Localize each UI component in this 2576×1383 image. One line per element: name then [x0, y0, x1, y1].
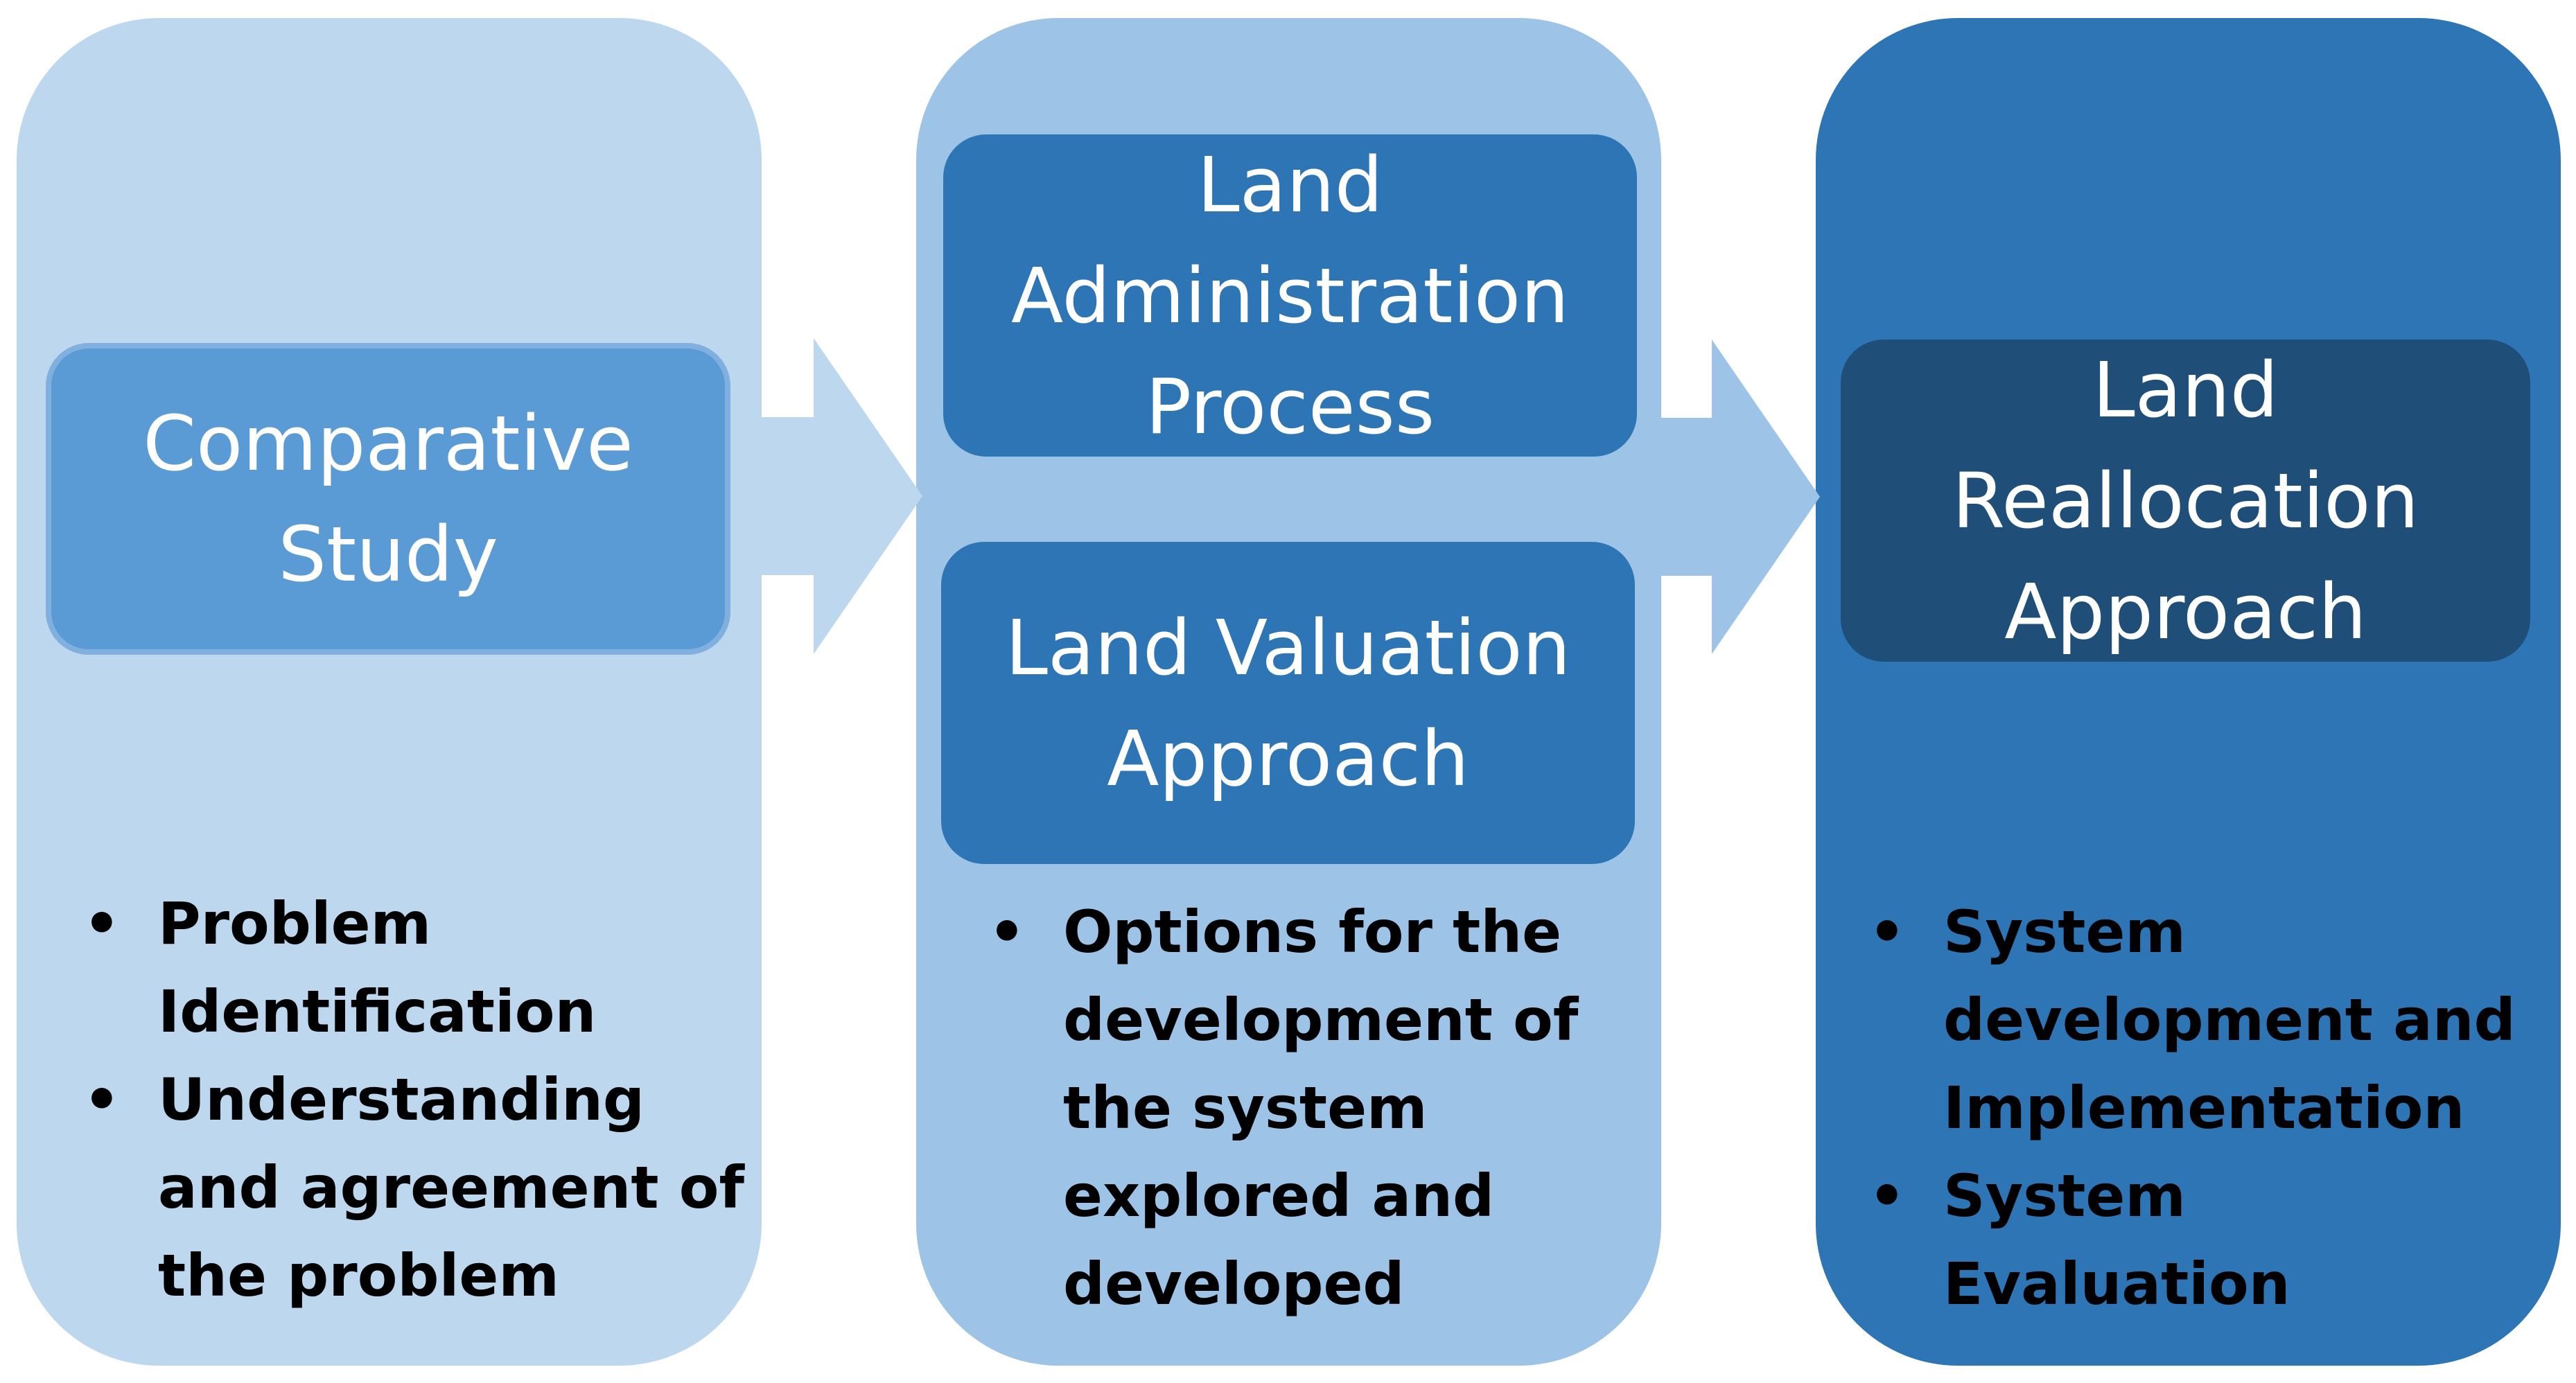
bullet-line: developed	[1063, 1250, 1405, 1318]
bullet-item: • System development and Implementation	[1867, 888, 2546, 1152]
bullet-line: the system	[1063, 1074, 1428, 1142]
comparative-study-bullet-list: • Problem Identification • Understanding…	[82, 880, 747, 1320]
bullet-item: • Understanding and agreement of the pro…	[82, 1056, 747, 1320]
bullet-line: System Evaluation	[1943, 1162, 2290, 1318]
bullet-line: Identification	[158, 978, 597, 1046]
bullet-line: the problem	[158, 1242, 559, 1310]
bullet-item: • Problem Identification	[82, 880, 747, 1056]
bullet-line: Implementation	[1943, 1074, 2465, 1142]
land-reallocation-approach-box: Land Reallocation Approach	[1841, 340, 2530, 662]
bullet-marker: •	[83, 1066, 121, 1134]
bullet-line: and agreement of	[158, 1154, 744, 1222]
column-panel-land-reallocation	[1816, 18, 2561, 1366]
comparative-study-box: Comparative Study	[46, 343, 730, 655]
box-label-line: Comparative	[143, 399, 633, 488]
land-reallocation-bullet-list: • System development and Implementation …	[1867, 888, 2546, 1328]
bullet-line: Options for the	[1063, 898, 1562, 966]
right-arrow-icon	[760, 338, 922, 654]
box-label-line: Process	[1145, 362, 1435, 451]
bullet-line: development of	[1063, 986, 1579, 1054]
bullet-marker: •	[1868, 898, 1906, 966]
box-label-line: Approach	[2004, 567, 2367, 656]
bullet-marker: •	[83, 890, 121, 958]
bullet-line: development and	[1943, 986, 2516, 1054]
bullet-line: explored and	[1063, 1162, 1495, 1230]
box-label-line: Study	[278, 510, 498, 599]
column-panel-comparative-study	[17, 18, 762, 1366]
box-label-line: Land Valuation	[1005, 603, 1571, 692]
box-label-line: Approach	[1107, 714, 1469, 803]
box-label-line: Administration	[1011, 251, 1569, 340]
bullet-line: Problem	[158, 890, 432, 958]
box-label-line: Land	[1197, 140, 1383, 229]
land-administration-process-box: Land Administration Process	[943, 134, 1637, 457]
land-valuation-approach-box: Land Valuation Approach	[941, 542, 1635, 864]
bullet-marker: •	[1868, 1162, 1906, 1230]
bullet-marker: •	[988, 898, 1026, 966]
land-administration-bullet-list: • Options for the development of the sys…	[987, 888, 1652, 1328]
box-label-line: Reallocation	[1952, 456, 2419, 545]
box-label-line: Land	[2092, 345, 2279, 434]
bullet-item: • System Evaluation	[1867, 1152, 2546, 1328]
bullet-item: • Options for the development of the sys…	[987, 888, 1652, 1328]
bullet-line: System	[1943, 898, 2186, 966]
right-arrow-icon	[1659, 340, 1820, 654]
bullet-line: Understanding	[158, 1066, 645, 1134]
